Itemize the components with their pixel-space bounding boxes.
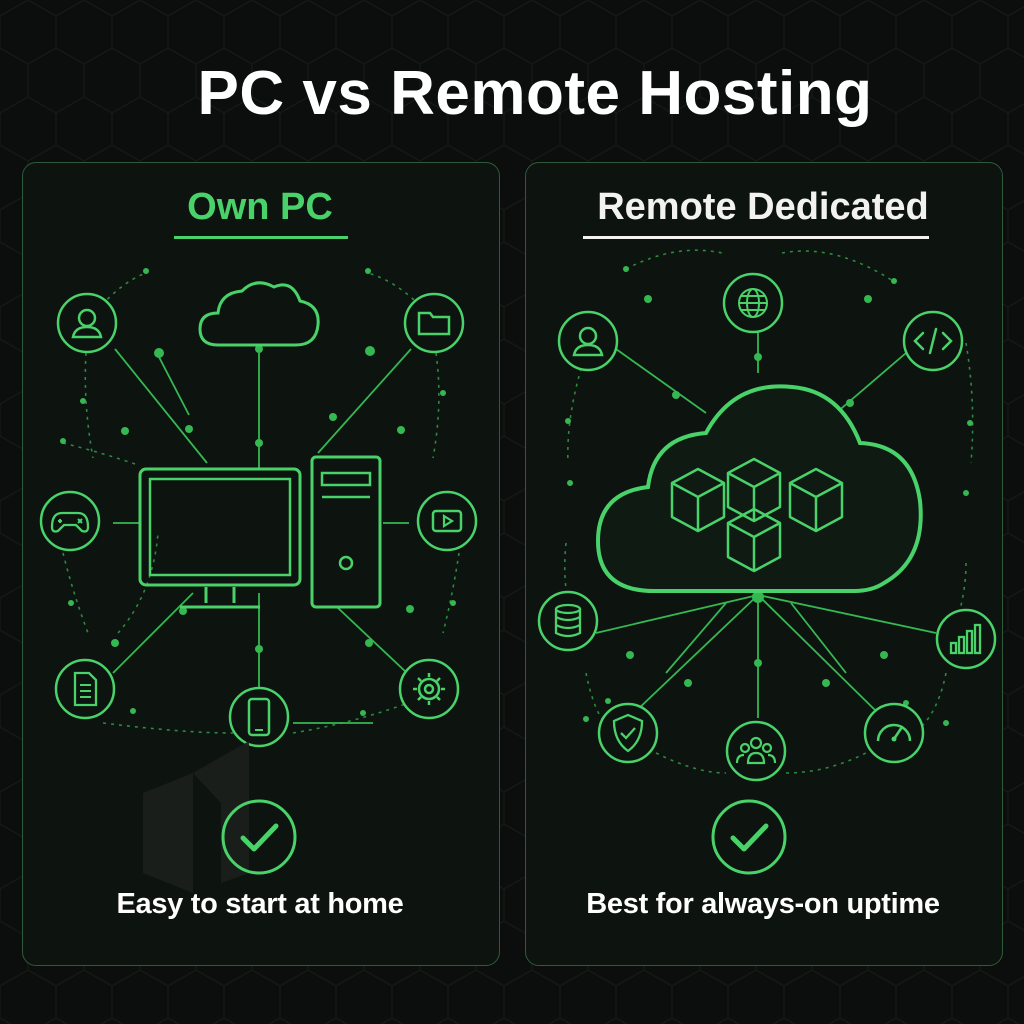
tower-icon bbox=[310, 455, 382, 609]
own-pc-diagram bbox=[60, 268, 460, 734]
own-pc-heading: Own PC bbox=[187, 186, 333, 228]
database-icon[interactable] bbox=[536, 589, 600, 653]
check-icon bbox=[711, 799, 787, 875]
own-pc-heading-underline bbox=[174, 236, 348, 239]
remote-dedicated-diagram bbox=[563, 249, 974, 774]
globe-icon[interactable] bbox=[721, 271, 785, 335]
code-icon[interactable] bbox=[901, 309, 965, 373]
cloud-icon bbox=[198, 281, 320, 347]
settings-icon[interactable] bbox=[397, 657, 461, 721]
logo-watermark bbox=[143, 741, 249, 893]
page-title: PC vs Remote Hosting bbox=[197, 59, 873, 128]
remote-dedicated-panel bbox=[525, 162, 1003, 966]
bar-chart-icon[interactable] bbox=[934, 607, 998, 671]
remote-dedicated-heading: Remote Dedicated bbox=[597, 186, 929, 228]
check-icon bbox=[221, 799, 297, 875]
cloud-cubes-icon bbox=[595, 384, 923, 593]
user-icon[interactable] bbox=[55, 291, 119, 355]
remote-dedicated-caption: Best for always-on uptime bbox=[586, 888, 940, 920]
document-icon[interactable] bbox=[53, 657, 117, 721]
monitor-icon bbox=[138, 467, 302, 609]
speedometer-icon[interactable] bbox=[862, 701, 926, 765]
remote-dedicated-heading-underline bbox=[583, 236, 929, 239]
gamepad-icon[interactable] bbox=[38, 489, 102, 553]
shield-check-icon[interactable] bbox=[596, 701, 660, 765]
own-pc-panel bbox=[22, 162, 500, 966]
play-icon[interactable] bbox=[415, 489, 479, 553]
folder-icon[interactable] bbox=[402, 291, 466, 355]
own-pc-caption: Easy to start at home bbox=[116, 888, 404, 920]
team-icon[interactable] bbox=[724, 719, 788, 783]
phone-icon[interactable] bbox=[227, 685, 291, 749]
user-icon[interactable] bbox=[556, 309, 620, 373]
